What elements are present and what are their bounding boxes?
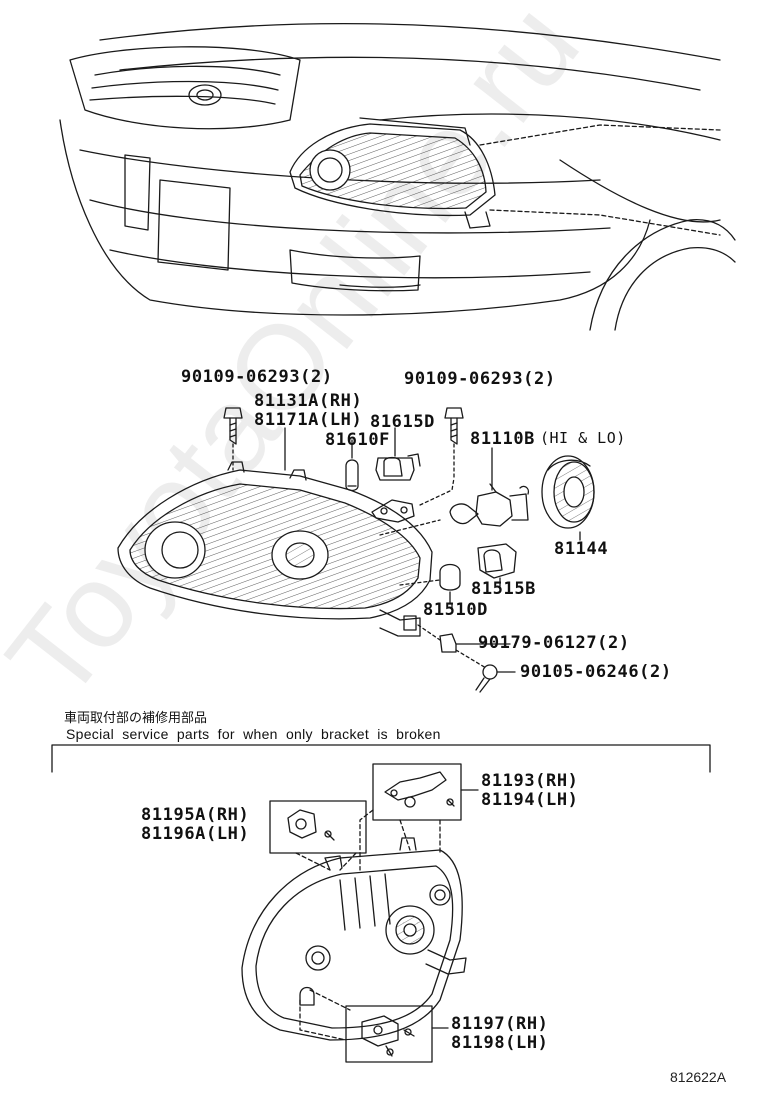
- label-bulb-81610f: 81610F: [325, 430, 391, 450]
- bracket-service-parts: [51, 744, 711, 1063]
- label-bracket-top-rh: 81193(RH): [481, 771, 579, 791]
- label-bulb-81110b-note: (HI & LO): [540, 429, 626, 447]
- label-bracket-left-rh: 81195A(RH): [141, 805, 250, 825]
- label-bracket-top-lh: 81194(LH): [481, 790, 579, 810]
- label-bulb-81110b: 81110B: [470, 429, 536, 449]
- label-bulb-81510d: 81510D: [423, 600, 489, 620]
- label-nut: 90179-06127(2): [478, 633, 630, 653]
- label-bracket-bottom-rh: 81197(RH): [451, 1014, 549, 1034]
- label-socket-81515b: 81515B: [471, 579, 537, 599]
- note-english: Special service parts for when only brac…: [66, 726, 441, 742]
- note-japanese: 車両取付部の補修用部品: [64, 711, 208, 726]
- diagram-code: 812622A: [670, 1069, 727, 1085]
- label-bolt-left: 90109-06293(2): [181, 367, 333, 387]
- label-bolt-right: 90109-06293(2): [404, 369, 556, 389]
- car-front-illustration: [59, 22, 736, 331]
- label-screw: 90105-06246(2): [520, 662, 672, 682]
- label-cover-81144: 81144: [554, 539, 609, 559]
- label-bracket-bottom-lh: 81198(LH): [451, 1033, 549, 1053]
- label-headlamp-unit-rh: 81131A(RH): [254, 391, 363, 411]
- label-headlamp-unit-lh: 81171A(LH): [254, 410, 363, 430]
- label-bracket-left-lh: 81196A(LH): [141, 824, 250, 844]
- headlamp-exploded-view: [117, 407, 595, 693]
- label-socket-81615d: 81615D: [370, 412, 436, 432]
